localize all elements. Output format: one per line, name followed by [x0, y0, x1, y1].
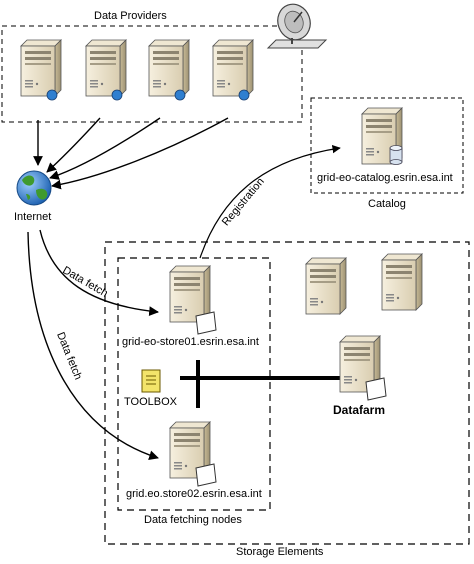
- catalog-server: [361, 107, 403, 165]
- store01-server: [169, 265, 217, 335]
- provider-server-2: [85, 39, 127, 101]
- catalog-box: [310, 97, 464, 194]
- datafarm-server-1: [305, 257, 347, 315]
- datafarm-server-3: [339, 335, 387, 401]
- storage-elements-box: [104, 241, 470, 545]
- store02-server: [169, 421, 217, 487]
- provider-server-3: [148, 39, 190, 101]
- catalog-server-label: grid-eo-catalog.esrin.esa.int: [317, 172, 453, 184]
- store02-label: grid.eo.store02.esrin.esa.int: [126, 488, 262, 500]
- store01-label: grid-eo-store01.esrin.esa.int: [122, 336, 259, 348]
- provider-server-1: [20, 39, 62, 101]
- internet-globe-icon: [16, 170, 52, 206]
- toolbox-icon: [141, 369, 161, 393]
- toolbox-label: TOOLBOX: [124, 396, 177, 408]
- storage-elements-label: Storage Elements: [236, 546, 324, 558]
- data-providers-label: Data Providers: [94, 10, 167, 22]
- data-fetching-nodes-label: Data fetching nodes: [144, 514, 242, 526]
- internet-label: Internet: [14, 211, 52, 223]
- data-fetching-nodes-box: [117, 257, 271, 511]
- provider-server-4: [212, 39, 254, 101]
- satellite-dish-icon: [266, 3, 328, 49]
- datafarm-label: Datafarm: [333, 403, 386, 417]
- datafarm-server-2: [381, 253, 423, 311]
- catalog-label: Catalog: [368, 198, 406, 210]
